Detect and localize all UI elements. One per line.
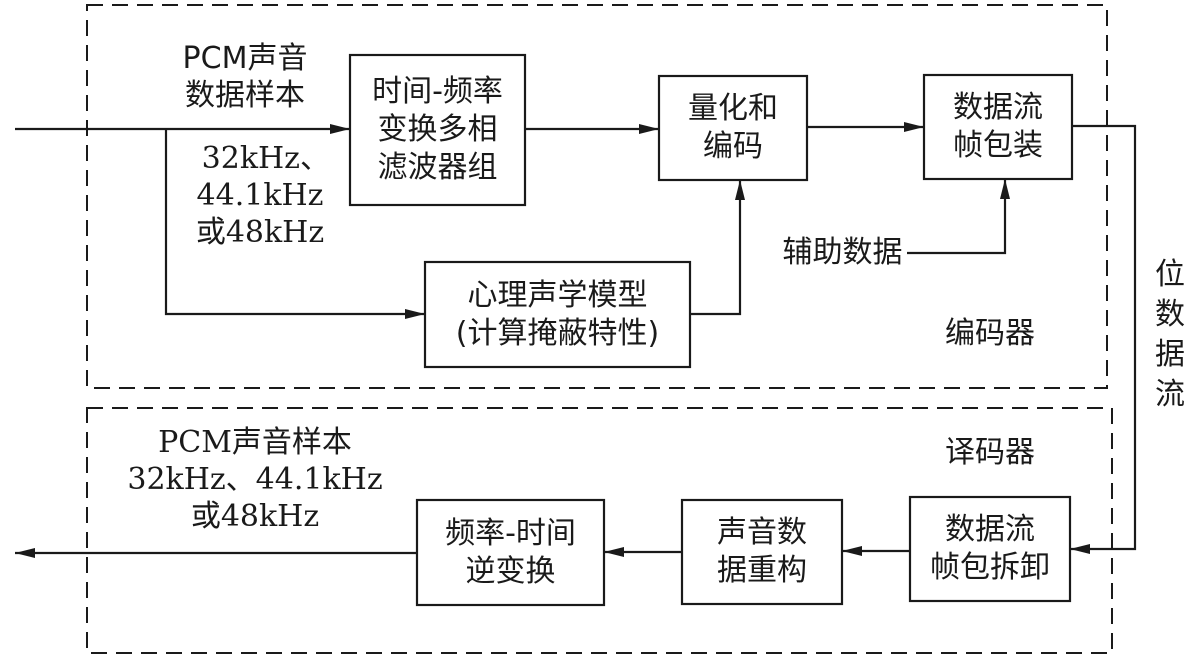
psychoacoustic-to-quantize-wire [690, 180, 745, 316]
bitstream-char: 据 [1155, 337, 1185, 372]
filterbank-label: 时间-频率 变换多相 滤波器组 [350, 55, 525, 205]
ancillary-data-label: 辅助数据 [782, 235, 903, 270]
encoder-group-label: 编码器 [945, 316, 1035, 351]
framing-line: 数据流 [953, 90, 1043, 125]
output-label: PCM声音样本 32kHz、44.1kHz 或48kHz [120, 424, 390, 535]
sample-rate-line: 44.1kHz [196, 178, 324, 213]
input-label-line: PCM声音 [182, 41, 308, 76]
reconstruct-box [680, 498, 844, 606]
bitstream-char: 位 [1155, 257, 1185, 292]
filterbank-line: 滤波器组 [377, 150, 498, 185]
filterbank-line: 时间-频率 [372, 74, 503, 109]
reconstruct-line: 据重构 [717, 553, 807, 588]
inverse-transform-label: 频率-时间 逆变换 [417, 500, 604, 605]
unpack-label: 数据流 帧包拆卸 [910, 497, 1070, 601]
filterbank-line: 变换多相 [377, 112, 498, 147]
input-label: PCM声音 数据样本 [165, 40, 325, 114]
decoder-boundary [86, 407, 1113, 654]
bitstream-char: 流 [1155, 377, 1185, 412]
framing-label: 数据流 帧包装 [924, 75, 1072, 179]
unpack-line: 帧包拆卸 [930, 550, 1050, 585]
bitstream-wire [1070, 124, 1137, 554]
psychoacoustic-line: (计算掩蔽特性) [455, 315, 660, 351]
branch-to-psychoacoustic-wire [164, 129, 425, 319]
sample-rates-label: 32kHz、 44.1kHz 或48kHz [180, 140, 340, 251]
output-label-line: 或48kHz [190, 499, 320, 534]
bitstream-char: 数 [1155, 297, 1185, 332]
unpack-line: 数据流 [945, 512, 1035, 547]
ancillary-to-framing-wire [907, 179, 1010, 255]
inverse-transform-line: 频率-时间 [445, 515, 576, 551]
quantize-line: 量化和 [688, 91, 778, 126]
quantize-label: 量化和 编码 [659, 76, 807, 180]
reconstruct-label: 声音数 据重构 [682, 500, 842, 604]
sample-rate-line: 32kHz、 [201, 141, 330, 176]
psychoacoustic-line: 心理声学模型 [467, 277, 648, 313]
output-label-line: 32kHz、44.1kHz [127, 462, 383, 497]
inverse-transform-line: 逆变换 [465, 553, 556, 589]
quantize-box [657, 74, 809, 182]
encoder-boundary [86, 4, 1108, 389]
psychoacoustic-label: 心理声学模型 (计算掩蔽特性) [425, 262, 690, 367]
unpack-box [908, 495, 1072, 603]
quantize-line: 编码 [703, 129, 763, 164]
bitstream-label: 位 数 据 流 [1150, 255, 1190, 415]
framing-line: 帧包装 [953, 128, 1043, 163]
output-label-line: PCM声音样本 [158, 425, 352, 460]
reconstruct-line: 声音数 [717, 515, 807, 550]
input-label-line: 数据样本 [185, 78, 305, 113]
sample-rate-line: 或48kHz [195, 215, 325, 250]
decoder-group-label: 译码器 [945, 435, 1035, 470]
